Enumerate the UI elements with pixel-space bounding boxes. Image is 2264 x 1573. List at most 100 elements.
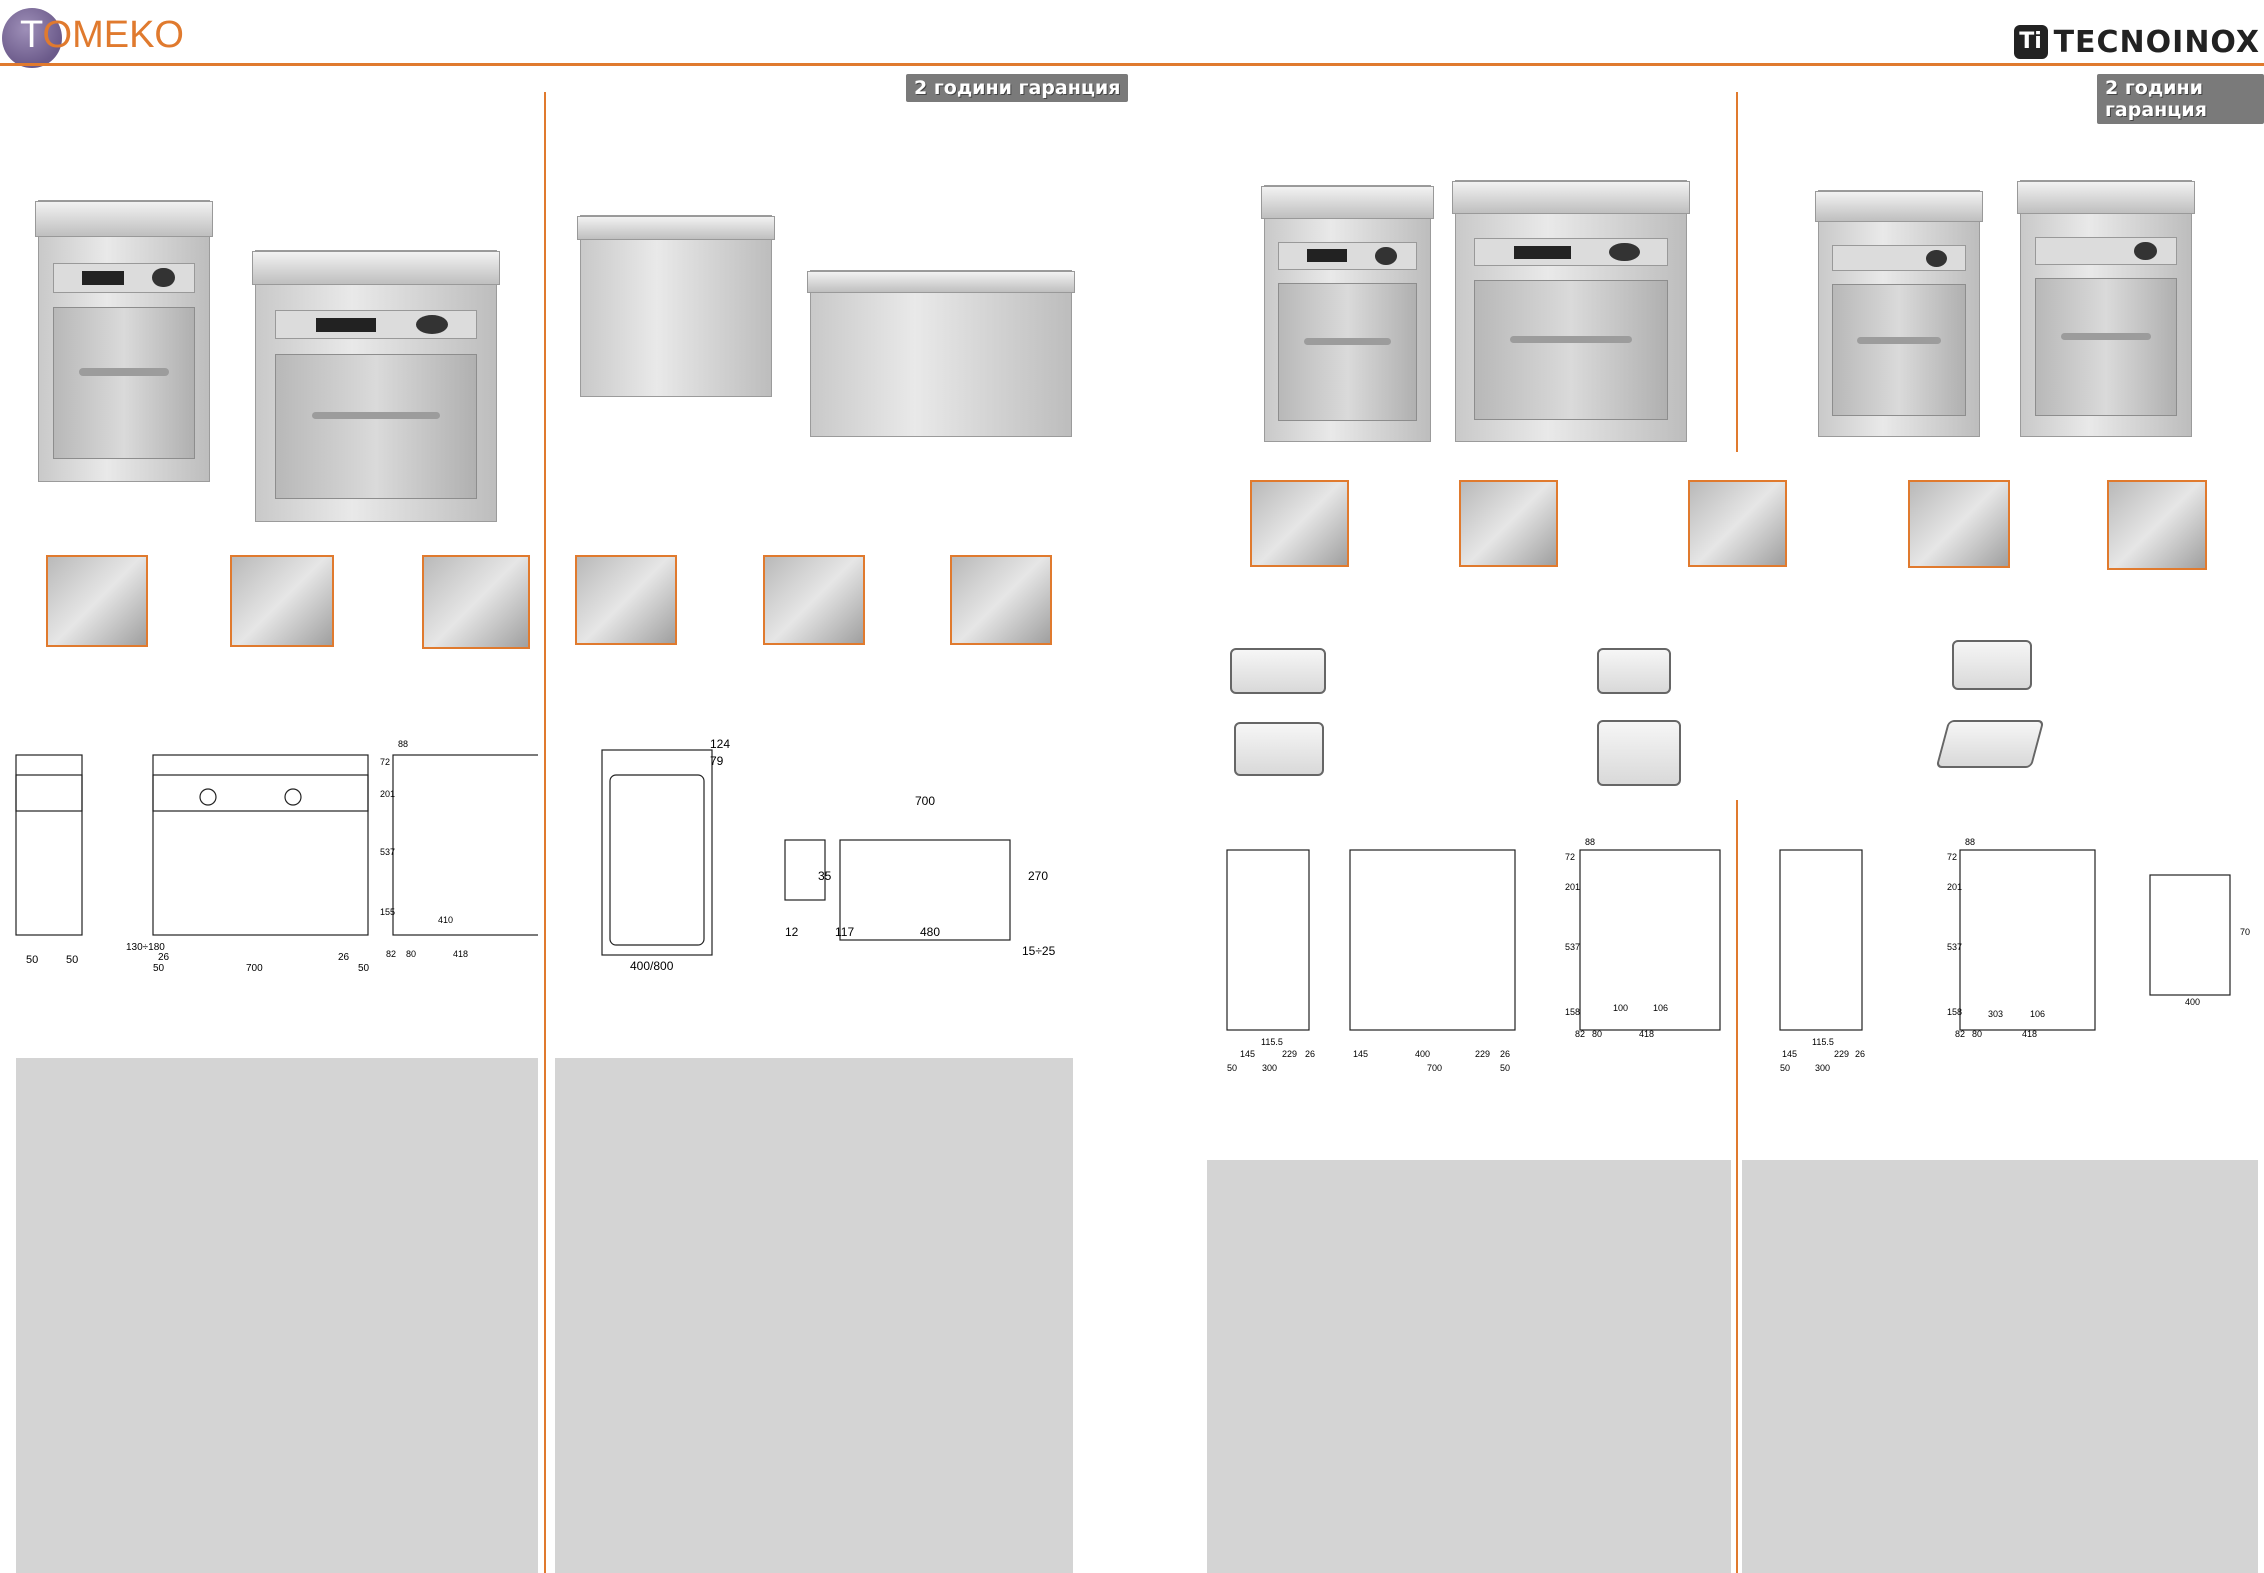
- svg-text:35: 35: [818, 869, 832, 883]
- svg-text:410: 410: [438, 915, 453, 925]
- svg-text:400: 400: [1415, 1049, 1430, 1059]
- svg-text:418: 418: [1639, 1029, 1654, 1039]
- pasta-detail-basket: [1688, 480, 1787, 567]
- bain-marie-detail-edge: [575, 555, 677, 645]
- svg-text:201: 201: [1565, 882, 1580, 892]
- bain-marie-small-image: [577, 215, 775, 397]
- svg-text:82: 82: [1955, 1029, 1965, 1039]
- bain-marie-large-image: [807, 270, 1075, 437]
- svg-text:700: 700: [915, 794, 935, 808]
- bain-marie-detail-rails: [950, 555, 1052, 645]
- svg-text:106: 106: [1653, 1003, 1668, 1013]
- svg-text:418: 418: [453, 949, 468, 959]
- column-divider-3: [1736, 800, 1738, 1573]
- svg-text:158: 158: [1947, 1007, 1962, 1017]
- svg-text:300: 300: [1815, 1063, 1830, 1073]
- fryer-single-image: [35, 200, 213, 482]
- column-divider-2: [1736, 92, 1738, 452]
- pasta-cooker-gas-image: [2017, 180, 2195, 437]
- svg-text:201: 201: [380, 789, 395, 799]
- pasta-cooker-single-image: [1261, 185, 1434, 442]
- pasta-single-spec-panel: [1742, 1160, 2258, 1573]
- svg-text:229: 229: [1282, 1049, 1297, 1059]
- svg-text:82: 82: [386, 949, 396, 959]
- svg-text:50: 50: [1780, 1063, 1790, 1073]
- svg-text:72: 72: [1947, 852, 1957, 862]
- logo-circle-icon: [2, 8, 62, 68]
- svg-text:79: 79: [710, 754, 724, 768]
- svg-text:82: 82: [1575, 1029, 1585, 1039]
- svg-text:88: 88: [1965, 837, 1975, 847]
- svg-text:26: 26: [1855, 1049, 1865, 1059]
- svg-text:80: 80: [406, 949, 416, 959]
- svg-text:145: 145: [1240, 1049, 1255, 1059]
- svg-text:537: 537: [1565, 942, 1580, 952]
- svg-text:300: 300: [1262, 1063, 1277, 1073]
- svg-text:15÷25: 15÷25: [1022, 944, 1056, 958]
- pasta-cooker-technical-drawing: 145 300 50 115.5 229 26 145 400 229 26 7…: [1226, 837, 1721, 1073]
- svg-text:400: 400: [2185, 997, 2200, 1007]
- basket-pair-image: [1597, 648, 1671, 694]
- pasta-cooker-spec-panel: [1207, 1160, 1731, 1573]
- svg-text:117: 117: [835, 925, 854, 939]
- basket-double-half-image: [1230, 648, 1326, 694]
- tomeko-logo-text: TOMEKO: [20, 14, 184, 57]
- warranty-badge-right: 2 години гаранция: [2097, 74, 2264, 124]
- pasta-single-detail-knob: [2107, 480, 2207, 570]
- svg-text:124: 124: [710, 737, 730, 751]
- svg-text:155: 155: [380, 907, 395, 917]
- svg-text:115.5: 115.5: [1261, 1037, 1283, 1047]
- pasta-single-technical-drawing: 145 300 50 115.5 229 26 72 201 537 158 8…: [1779, 837, 2250, 1073]
- svg-text:80: 80: [1972, 1029, 1982, 1039]
- svg-text:26: 26: [1305, 1049, 1315, 1059]
- svg-text:72: 72: [1565, 852, 1575, 862]
- svg-text:88: 88: [1585, 837, 1595, 847]
- tecnoinox-brand: TECNOINOX: [2053, 24, 2260, 60]
- basket-lid-image: [1935, 720, 2045, 768]
- svg-text:400/800: 400/800: [630, 959, 674, 973]
- svg-text:106: 106: [2030, 1009, 2045, 1019]
- svg-text:50: 50: [153, 963, 165, 974]
- bain-marie-spec-panel: [555, 1058, 1073, 1573]
- svg-text:229: 229: [1475, 1049, 1490, 1059]
- svg-text:12: 12: [785, 925, 799, 939]
- svg-text:229: 229: [1834, 1049, 1849, 1059]
- svg-text:88: 88: [398, 739, 408, 749]
- svg-text:50: 50: [26, 954, 38, 966]
- svg-text:50: 50: [66, 954, 78, 966]
- svg-text:50: 50: [1227, 1063, 1237, 1073]
- svg-text:145: 145: [1353, 1049, 1368, 1059]
- svg-text:480: 480: [920, 925, 940, 939]
- column-divider-1: [544, 92, 546, 1573]
- fryer-technical-drawing: 50 50 130÷180 700 26 26 50 50 72 201 537…: [15, 739, 538, 974]
- tomeko-logo: TOMEKO: [0, 0, 240, 72]
- fryer-double-image: [252, 250, 500, 522]
- svg-text:418: 418: [2022, 1029, 2037, 1039]
- header-divider: [0, 63, 2264, 66]
- logo-rest: OMEKO: [42, 14, 184, 56]
- svg-text:115.5: 115.5: [1812, 1037, 1834, 1047]
- svg-text:537: 537: [1947, 942, 1962, 952]
- basket-single-pair-image: [1952, 640, 2032, 690]
- bain-marie-detail-tray: [763, 555, 865, 645]
- svg-text:130÷180: 130÷180: [126, 942, 165, 953]
- svg-text:537: 537: [380, 847, 395, 857]
- fryer-spec-panel: [16, 1058, 538, 1573]
- fryer-detail-control: [46, 555, 148, 647]
- pasta-detail-drain: [1459, 480, 1558, 567]
- svg-text:145: 145: [1782, 1049, 1797, 1059]
- svg-text:270: 270: [1028, 869, 1048, 883]
- pasta-detail-control: [1250, 480, 1349, 567]
- svg-text:72: 72: [380, 757, 390, 767]
- logo-first-letter: T: [20, 14, 43, 56]
- svg-text:100: 100: [1613, 1003, 1628, 1013]
- svg-text:158: 158: [1565, 1007, 1580, 1017]
- svg-text:26: 26: [338, 952, 350, 963]
- pasta-cooker-electric-image: [1815, 190, 1983, 437]
- bain-marie-technical-drawing: 124 79 400/800 700 35 270 12 117 480 15÷…: [601, 737, 1056, 973]
- svg-text:201: 201: [1947, 882, 1962, 892]
- tecnoinox-logo: Ti TECNOINOX: [2013, 22, 2260, 62]
- svg-text:700: 700: [2240, 927, 2250, 937]
- basket-full-image: [1234, 722, 1324, 776]
- fryer-detail-basket: [422, 555, 530, 649]
